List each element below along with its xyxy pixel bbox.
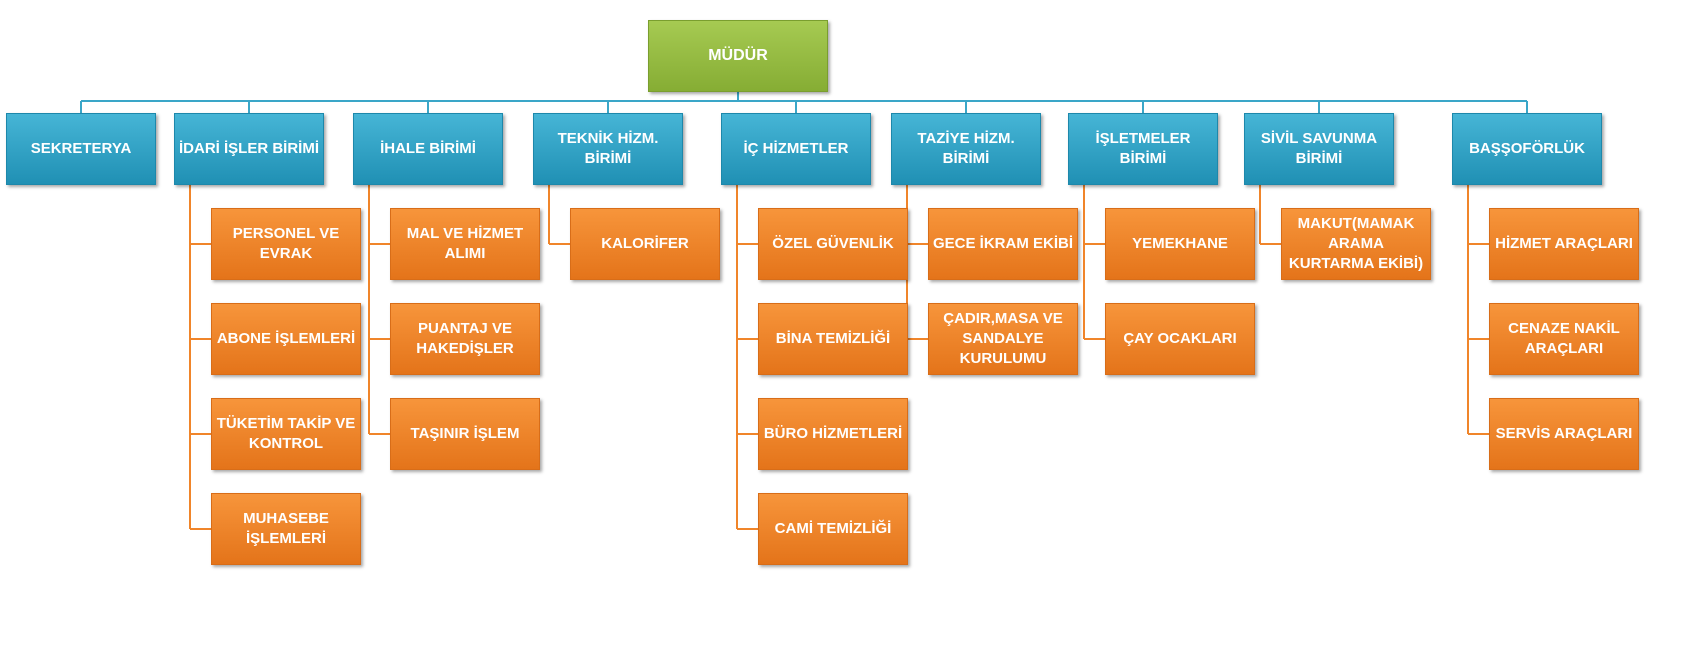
unit-node: BÜRO HİZMETLERİ	[758, 398, 908, 470]
unit-node: MAKUT(MAMAK ARAMA KURTARMA EKİBİ)	[1281, 208, 1431, 280]
unit-node: ÖZEL GÜVENLİK	[758, 208, 908, 280]
unit-node: TÜKETİM TAKİP VE KONTROL	[211, 398, 361, 470]
unit-node: MUHASEBE İŞLEMLERİ	[211, 493, 361, 565]
unit-node: ÇADIR,MASA VE SANDALYE KURULUMU	[928, 303, 1078, 375]
department-node: İHALE BİRİMİ	[353, 113, 503, 185]
unit-node: KALORİFER	[570, 208, 720, 280]
unit-node: MAL VE HİZMET ALIMI	[390, 208, 540, 280]
department-node: SİVİL SAVUNMA BİRİMİ	[1244, 113, 1394, 185]
unit-node: PUANTAJ VE HAKEDİŞLER	[390, 303, 540, 375]
unit-node: SERVİS ARAÇLARI	[1489, 398, 1639, 470]
department-node: BAŞŞOFÖRLÜK	[1452, 113, 1602, 185]
unit-node: ÇAY OCAKLARI	[1105, 303, 1255, 375]
root-node: MÜDÜR	[648, 20, 828, 92]
unit-node: GECE İKRAM EKİBİ	[928, 208, 1078, 280]
unit-node: PERSONEL VE EVRAK	[211, 208, 361, 280]
unit-node: YEMEKHANE	[1105, 208, 1255, 280]
unit-node: HİZMET ARAÇLARI	[1489, 208, 1639, 280]
department-node: İDARİ İŞLER BİRİMİ	[174, 113, 324, 185]
unit-node: ABONE İŞLEMLERİ	[211, 303, 361, 375]
unit-node: CAMİ TEMİZLİĞİ	[758, 493, 908, 565]
department-node: İŞLETMELER BİRİMİ	[1068, 113, 1218, 185]
unit-node: BİNA TEMİZLİĞİ	[758, 303, 908, 375]
department-node: SEKRETERYA	[6, 113, 156, 185]
department-node: İÇ HİZMETLER	[721, 113, 871, 185]
department-node: TAZİYE HİZM. BİRİMİ	[891, 113, 1041, 185]
unit-node: TAŞINIR İŞLEM	[390, 398, 540, 470]
unit-node: CENAZE NAKİL ARAÇLARI	[1489, 303, 1639, 375]
department-node: TEKNİK HİZM. BİRİMİ	[533, 113, 683, 185]
